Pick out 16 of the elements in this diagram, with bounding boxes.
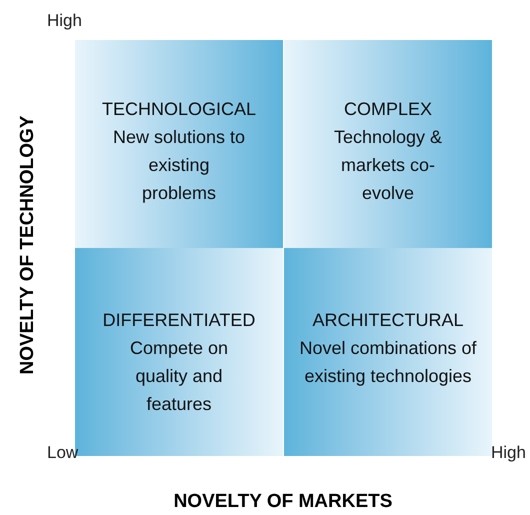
axis-tick-label: Low <box>47 442 78 464</box>
quadrant-title: TECHNOLOGICAL <box>102 98 256 121</box>
quadrant-description: New solutions to existing problems <box>112 126 246 205</box>
quadrant-box <box>75 40 283 248</box>
quadrant-description: Novel combinations of existing technologies <box>298 337 478 388</box>
axis-tick-label: High <box>47 10 82 32</box>
quadrant-description: Technology & markets co-evolve <box>333 126 443 205</box>
quadrant-title: COMPLEX <box>344 98 432 121</box>
quadrant-box <box>284 248 492 456</box>
quadrant-title: ARCHITECTURAL <box>312 309 464 332</box>
quadrant-description: Compete on quality and features <box>128 337 230 416</box>
quadrant-box <box>284 40 492 248</box>
axis-title: NOVELTY OF MARKETS <box>174 490 392 514</box>
axis-tick-label: High <box>491 442 526 464</box>
axis-title: NOVELTY OF TECHNOLOGY <box>16 116 39 374</box>
quadrant-title: DIFFERENTIATED <box>102 309 256 332</box>
